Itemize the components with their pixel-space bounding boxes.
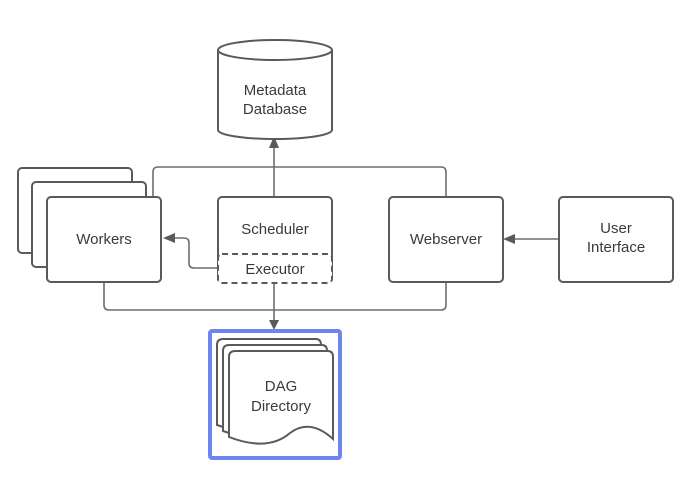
- node-metadata-database[interactable]: Metadata Database: [217, 39, 333, 140]
- arrowhead-metadata: [269, 136, 279, 148]
- arrowhead-workers: [163, 233, 175, 243]
- selection-highlight: [208, 329, 342, 460]
- node-user-interface[interactable]: User Interface: [558, 196, 674, 283]
- edge-workers-to-bus-top: [152, 166, 447, 196]
- user-interface-label-1: User: [600, 220, 632, 237]
- webserver-label: Webserver: [410, 231, 482, 248]
- edge-executor-to-workers: [172, 237, 218, 269]
- executor-label: Executor: [245, 261, 304, 278]
- node-workers[interactable]: Workers: [17, 167, 162, 283]
- edge-bus-bottom: [103, 282, 447, 311]
- dag-directory-label-1: DAG: [265, 378, 298, 395]
- arrowhead-webserver: [503, 234, 515, 244]
- dag-directory-label-2: Directory: [251, 398, 312, 415]
- node-executor[interactable]: Executor: [217, 253, 333, 284]
- metadata-db-label-1: Metadata: [244, 82, 307, 99]
- metadata-db-label-2: Database: [243, 101, 307, 118]
- workers-label: Workers: [76, 231, 132, 248]
- user-interface-label-2: Interface: [587, 239, 645, 256]
- arrowhead-dag: [269, 320, 279, 330]
- node-dag-directory[interactable]: DAG Directory: [208, 329, 342, 460]
- node-webserver[interactable]: Webserver: [388, 196, 504, 283]
- scheduler-label: Scheduler: [241, 221, 309, 238]
